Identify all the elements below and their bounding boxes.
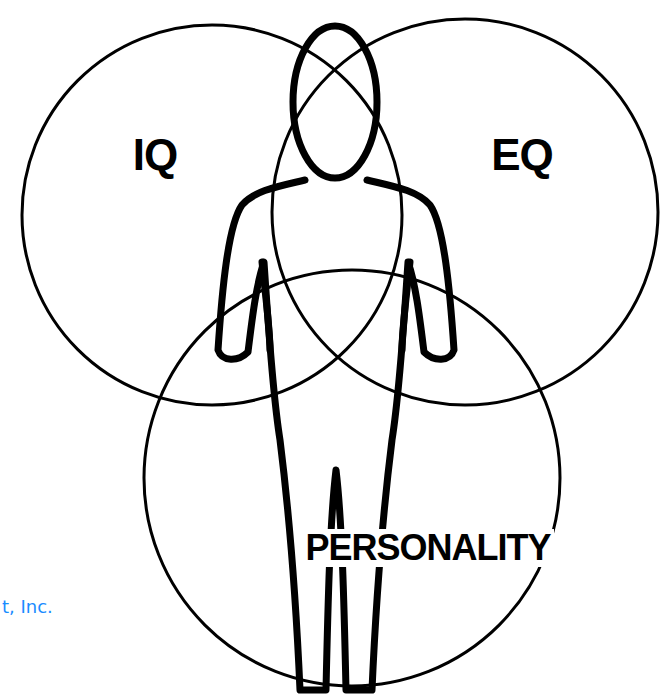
- circle-label: PERSONALITY: [302, 529, 553, 567]
- figure-inner-line: [262, 262, 270, 350]
- circle-outline: [270, 17, 660, 407]
- circle-outline: [20, 23, 404, 407]
- copyright-note: t, Inc.: [2, 596, 53, 617]
- circle-outline: [22, 25, 402, 405]
- circle-outline: [144, 270, 560, 686]
- circle-label: EQ: [488, 132, 556, 178]
- figure-body: [218, 180, 454, 690]
- circle-outline: [142, 268, 562, 688]
- circle-label: IQ: [130, 132, 180, 178]
- venn-circle: PERSONALITY: [142, 268, 562, 688]
- venn-circle: IQ: [20, 23, 404, 407]
- circle-outline: [272, 19, 658, 405]
- venn-circle: EQ: [270, 17, 660, 407]
